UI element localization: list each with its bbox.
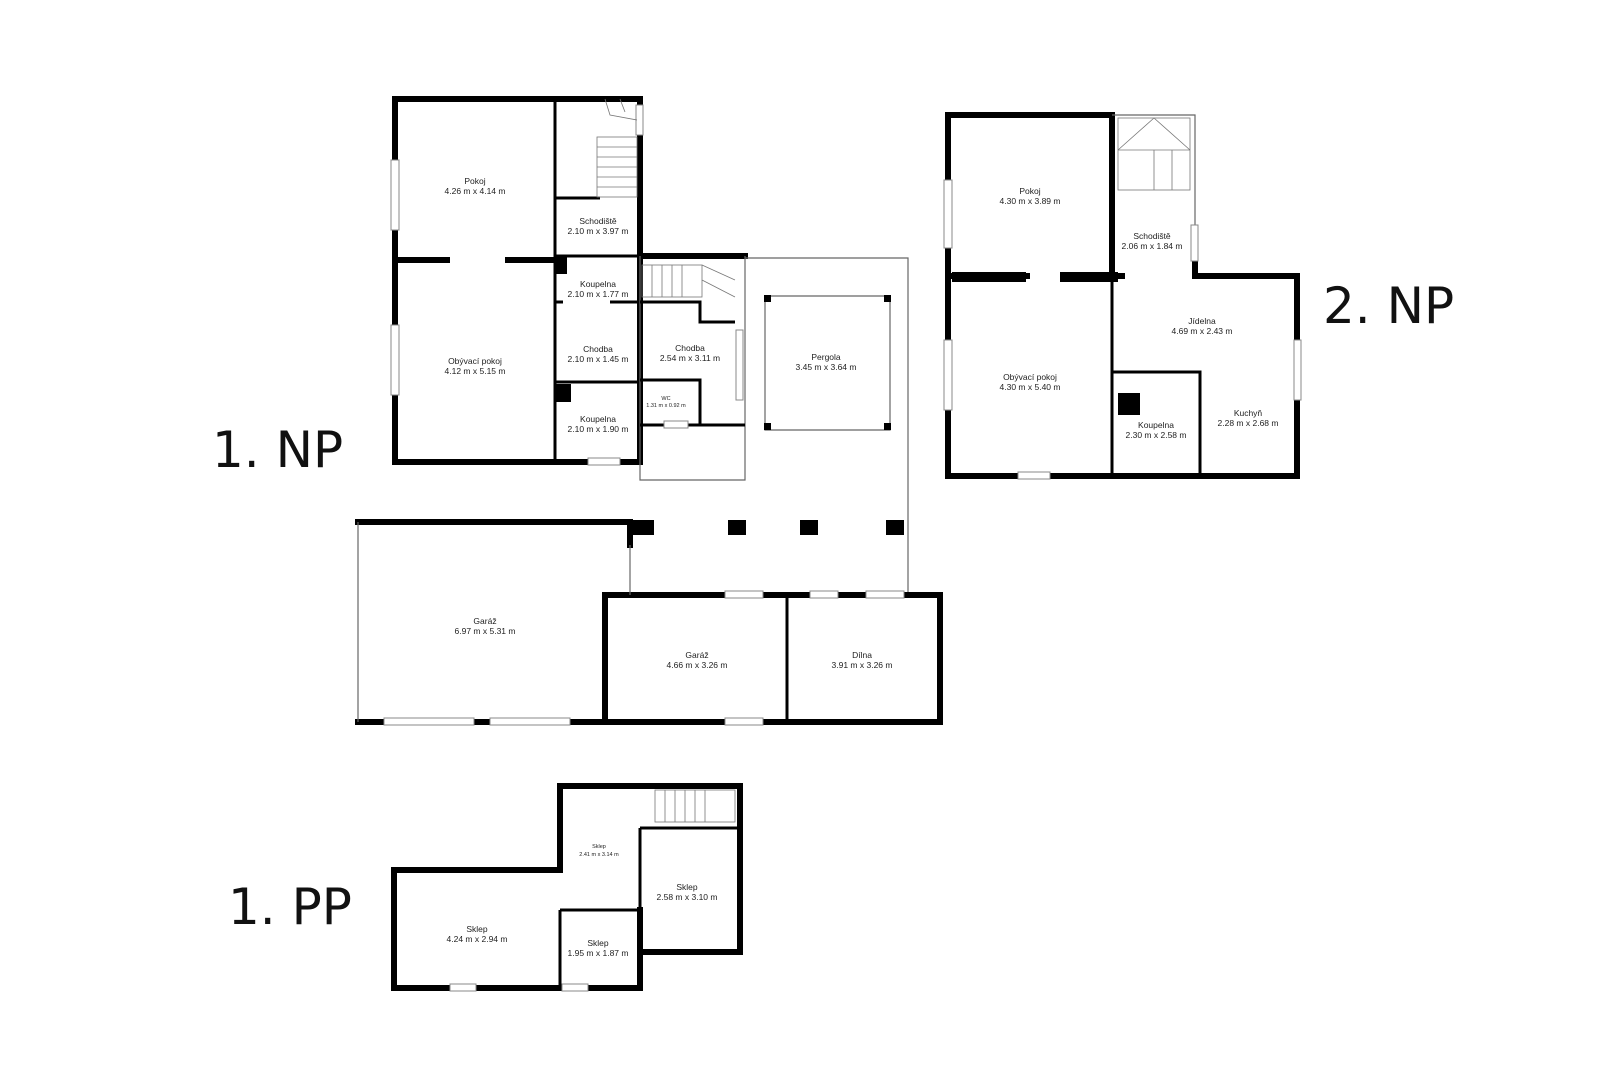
floor-label-1pp: 1. PP: [228, 878, 352, 936]
room-name: Koupelna: [580, 414, 616, 424]
room-name: Sklep: [592, 844, 606, 850]
floor-2np-plan: [943, 112, 1302, 480]
room-name: Dílna: [852, 650, 872, 660]
room-dims: 2.30 m x 2.58 m: [1126, 430, 1187, 440]
room-dims: 4.24 m x 2.94 m: [447, 934, 508, 944]
room-dims: 4.12 m x 5.15 m: [445, 366, 506, 376]
floor-1pp-plan: [391, 783, 743, 992]
room-dims: 4.69 m x 2.43 m: [1172, 326, 1233, 336]
room-name: Schodiště: [1133, 231, 1171, 241]
room-name: Kuchyň: [1234, 408, 1263, 418]
room-name: Koupelna: [580, 279, 616, 289]
room-dims: 2.58 m x 3.10 m: [657, 892, 718, 902]
room-dims: 2.10 m x 1.45 m: [568, 354, 629, 364]
room-name: Pokoj: [1019, 186, 1040, 196]
room-name: Schodiště: [579, 216, 617, 226]
room-name: Garáž: [473, 616, 496, 626]
room-name: Obývací pokoj: [1003, 372, 1057, 382]
room-dims: 1.95 m x 1.87 m: [568, 948, 629, 958]
floor-1np-plan: [355, 96, 943, 726]
room-dims: 4.26 m x 4.14 m: [445, 186, 506, 196]
room-name: Koupelna: [1138, 420, 1174, 430]
room-name: Jídelna: [1188, 316, 1216, 326]
room-dims: 2.10 m x 1.90 m: [568, 424, 629, 434]
room-dims: 1.31 m x 0.92 m: [646, 403, 686, 409]
floor-label-2np: 2. NP: [1323, 277, 1454, 335]
room-dims: 4.30 m x 3.89 m: [1000, 196, 1061, 206]
room-name: Sklep: [466, 924, 488, 934]
room-dims: 2.10 m x 1.77 m: [568, 289, 629, 299]
room-name: Chodba: [583, 344, 613, 354]
room-name: Obývací pokoj: [448, 356, 502, 366]
room-dims: 3.91 m x 3.26 m: [832, 660, 893, 670]
room-dims: 4.66 m x 3.26 m: [667, 660, 728, 670]
room-name: Sklep: [587, 938, 609, 948]
room-name: Pergola: [811, 352, 841, 362]
room-dims: 2.54 m x 3.11 m: [660, 353, 720, 363]
floor-label-1np: 1. NP: [212, 421, 343, 479]
room-name: Pokoj: [464, 176, 485, 186]
room-dims: 2.28 m x 2.68 m: [1218, 418, 1279, 428]
room-dims: 2.41 m x 3.14 m: [579, 852, 619, 858]
room-dims: 6.97 m x 5.31 m: [455, 626, 516, 636]
room-name: Chodba: [675, 343, 705, 353]
room-name: Garáž: [685, 650, 708, 660]
room-name: WC: [661, 396, 670, 402]
room-dims: 3.45 m x 3.64 m: [796, 362, 857, 372]
room-dims: 4.30 m x 5.40 m: [1000, 382, 1061, 392]
room-dims: 2.06 m x 1.84 m: [1122, 241, 1183, 251]
room-name: Sklep: [676, 882, 698, 892]
room-dims: 2.10 m x 3.97 m: [568, 226, 629, 236]
